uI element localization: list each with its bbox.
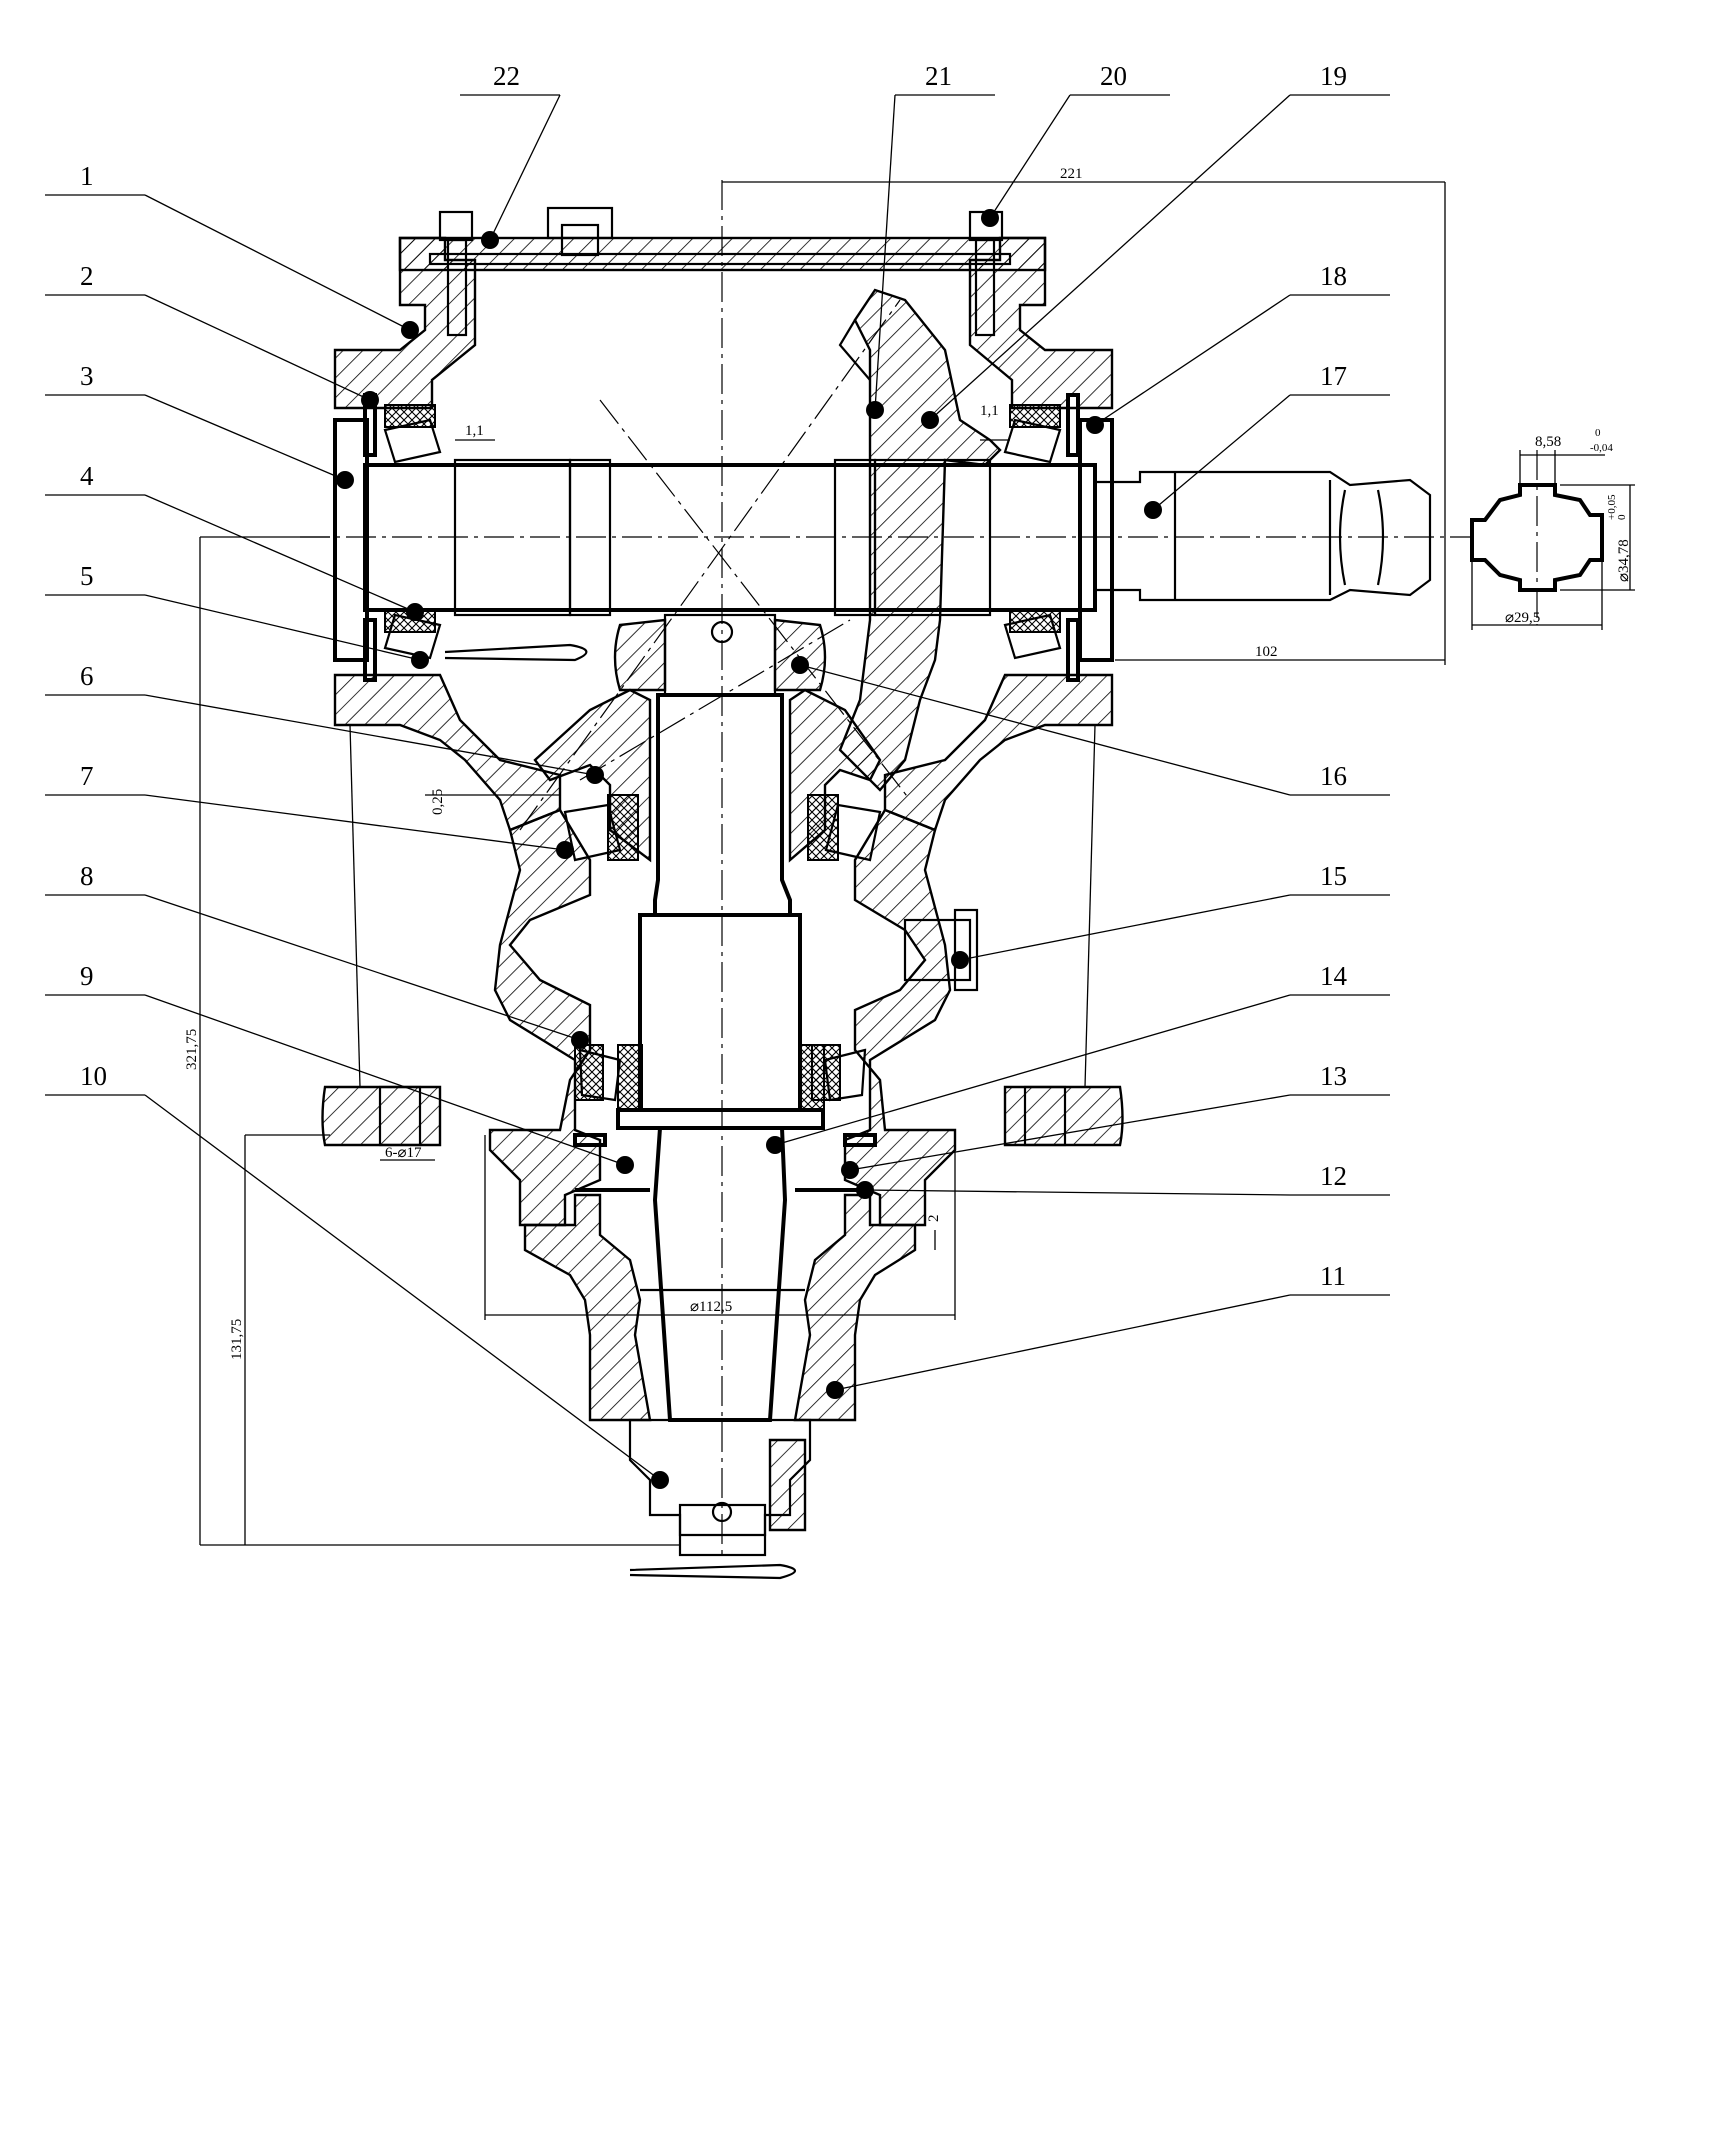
callout-dot-18 (1086, 416, 1104, 434)
callout-9: 9 (80, 961, 94, 991)
callout-dot-17 (1144, 501, 1162, 519)
callout-14: 14 (1320, 961, 1348, 991)
callout-dot-4 (406, 603, 424, 621)
callout-leader-13 (849, 1094, 1291, 1171)
callout-dot-13 (841, 1161, 859, 1179)
dim-131: 131,75 (229, 1319, 245, 1360)
callout-18: 18 (1320, 261, 1347, 291)
callout-dot-6 (586, 766, 604, 784)
callout-leader-21 (874, 94, 896, 411)
dim-858-tol-dn: -0,04 (1590, 442, 1613, 454)
callout-dot-11 (826, 1381, 844, 1399)
callout-22: 22 (493, 61, 520, 91)
callout-8: 8 (80, 861, 94, 891)
lower-housing (523, 1193, 917, 1532)
dim-295: ⌀29,5 (1505, 610, 1540, 626)
callout-dot-3 (336, 471, 354, 489)
callout-dot-10 (651, 1471, 669, 1489)
callout-leader-22 (489, 94, 561, 241)
dimension-texts: 221 102 321,75 131,75 ⌀112,5 6-⌀17 0,25 … (184, 166, 1632, 1360)
callout-dot-2 (361, 391, 379, 409)
vertical-bearings (563, 794, 882, 1192)
callout-leader-19 (929, 94, 1291, 421)
callout-dot-12 (856, 1181, 874, 1199)
callout-leader-18 (1094, 294, 1291, 426)
dimension-lines (199, 181, 1446, 1546)
horizontal-bearings (363, 393, 1080, 682)
callout-16: 16 (1320, 761, 1347, 791)
callout-dot-22 (481, 231, 499, 249)
callout-dot-19 (921, 411, 939, 429)
callout-leader-12 (864, 1189, 1291, 1196)
callout-dot-20 (981, 209, 999, 227)
callout-dot-1 (401, 321, 419, 339)
callout-3: 3 (80, 361, 94, 391)
callout-leader-5 (144, 594, 421, 661)
dim-102: 102 (1255, 644, 1278, 660)
dim-6x17: 6-⌀17 (385, 1145, 422, 1161)
callout-leader-9 (144, 994, 626, 1166)
callout-5: 5 (80, 561, 94, 591)
callout-dot-15 (951, 951, 969, 969)
dim-025: 0,25 (430, 789, 446, 815)
callout-2: 2 (80, 261, 94, 291)
callout-leader-8 (144, 894, 581, 1041)
callout-13: 13 (1320, 1061, 1347, 1091)
callout-7: 7 (80, 761, 94, 791)
callout-leader-1 (144, 194, 411, 331)
callout-leader-16 (799, 664, 1291, 796)
upper-housing (333, 236, 1114, 832)
callout-15: 15 (1320, 861, 1347, 891)
callout-leader-10 (144, 1094, 661, 1481)
spline-section (1470, 450, 1635, 630)
callout-leader-4 (144, 494, 416, 613)
callout-21: 21 (925, 61, 952, 91)
middle-housing (321, 808, 1124, 1227)
dim-112: ⌀112,5 (690, 1299, 732, 1315)
dim-858-tol-up: 0 (1595, 427, 1601, 439)
dim-221: 221 (1060, 166, 1083, 182)
callout-dot-21 (866, 401, 884, 419)
callout-dot-7 (556, 841, 574, 859)
fasteners (438, 206, 1004, 1580)
callout-leader-7 (144, 794, 566, 851)
callout-dot-9 (616, 1156, 634, 1174)
dim-3478-tol-up: +0,05 (1606, 494, 1618, 520)
callout-leaders (45, 94, 1390, 1481)
callout-leader-3 (144, 394, 346, 481)
callout-leader-6 (144, 694, 596, 776)
callout-4: 4 (80, 461, 94, 491)
dim-321: 321,75 (184, 1029, 200, 1070)
callout-17: 17 (1320, 361, 1347, 391)
callout-leader-15 (959, 894, 1291, 961)
callout-numbers: 1 2 3 4 5 6 7 8 9 10 11 12 13 14 15 16 1… (80, 61, 1348, 1291)
callout-dots (336, 209, 1162, 1489)
callout-dot-14 (766, 1136, 784, 1154)
callout-11: 11 (1320, 1261, 1346, 1291)
callout-leader-2 (144, 294, 371, 401)
dim-3478-tol-dn: 0 (1616, 514, 1628, 520)
callout-6: 6 (80, 661, 94, 691)
dim-858: 8,58 (1535, 434, 1561, 450)
callout-1: 1 (80, 161, 94, 191)
callout-12: 12 (1320, 1161, 1347, 1191)
callout-19: 19 (1320, 61, 1347, 91)
center-lines (300, 180, 1470, 1560)
callout-dot-8 (571, 1031, 589, 1049)
dim-11a: 1,1 (465, 423, 484, 439)
callout-leader-20 (989, 94, 1071, 219)
callout-leader-17 (1152, 394, 1291, 511)
callout-dot-16 (791, 656, 809, 674)
callout-10: 10 (80, 1061, 107, 1091)
callout-leader-14 (774, 994, 1291, 1146)
dim-2: 2 (926, 1215, 942, 1223)
dim-11b: 1,1 (980, 403, 999, 419)
callout-leader-11 (834, 1294, 1291, 1391)
callout-dot-5 (411, 651, 429, 669)
callout-20: 20 (1100, 61, 1127, 91)
dim-3478: ⌀34,78 (1616, 539, 1632, 582)
